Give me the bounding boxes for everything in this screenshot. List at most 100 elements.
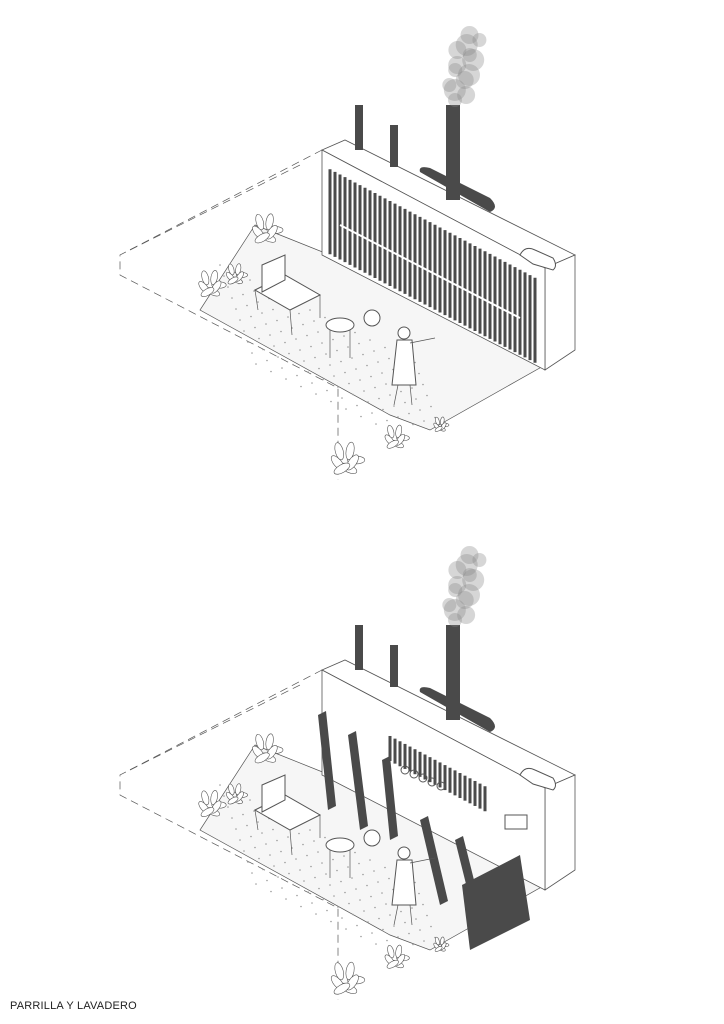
floor-dot: [325, 873, 327, 875]
floor-dot: [366, 884, 368, 887]
cat: [519, 767, 556, 791]
floor-dot: [276, 319, 278, 322]
chair-leg: [254, 289, 259, 311]
floor-dot: [295, 338, 297, 340]
sink: [504, 814, 528, 830]
plant-leaf: [434, 426, 443, 432]
plant-leaf: [200, 807, 215, 817]
lamp: [363, 309, 381, 327]
floor-dot: [219, 264, 221, 266]
floor-dot: [344, 371, 346, 374]
floor-dot: [310, 865, 312, 868]
smoke-puff: [448, 63, 463, 77]
floor-dot: [223, 275, 225, 277]
smoke-puff: [448, 561, 467, 579]
floor-dot: [313, 840, 315, 842]
floor-dot: [276, 839, 278, 842]
floor-dot: [422, 383, 424, 386]
plant-leaf: [265, 213, 274, 230]
floor-dot: [397, 936, 399, 938]
floor-dot: [415, 398, 417, 400]
plant-leaf: [254, 232, 270, 244]
floor-dot: [377, 361, 379, 363]
smoke-puff: [448, 41, 467, 59]
floor-dot: [344, 891, 346, 894]
floor-dot: [246, 824, 248, 827]
floor-dot: [348, 902, 350, 905]
smoke-puff: [443, 599, 466, 621]
floor-dot: [243, 850, 245, 852]
floor-dot: [337, 386, 339, 388]
floor-dot: [219, 784, 221, 786]
isometric-view-open: [119, 546, 576, 1000]
floor-dot: [385, 383, 387, 385]
floor-dot: [340, 360, 342, 363]
floor-dot: [381, 372, 383, 374]
floor-dot: [404, 921, 406, 924]
floor-dot: [354, 851, 356, 854]
floor-dot: [318, 887, 320, 890]
plant-leaf: [333, 982, 351, 995]
side-table: [325, 837, 355, 853]
floor-dot: [354, 331, 356, 334]
person-leg: [393, 904, 399, 926]
floor-dot: [311, 382, 313, 384]
floor-dot: [414, 361, 416, 364]
floor-dot: [242, 293, 244, 296]
floor-dot: [258, 337, 260, 340]
person-body: [391, 339, 417, 386]
floor-dot: [254, 846, 256, 849]
floor-dot: [326, 909, 328, 912]
floor-dot: [257, 301, 259, 303]
floor-dot: [400, 390, 402, 393]
floor-dot: [262, 868, 264, 871]
floor-dot: [254, 326, 256, 329]
floor-dot: [321, 862, 323, 864]
pivot-panel: [348, 731, 368, 830]
floor-dot: [382, 928, 384, 931]
plant-leaf: [345, 961, 355, 980]
floor-dot: [373, 870, 375, 872]
floor-dot: [306, 854, 308, 857]
floor-dot: [367, 401, 369, 403]
floor-dot: [231, 817, 233, 819]
floor-dot: [386, 419, 388, 422]
floor-dot: [272, 308, 274, 311]
floor-dot: [430, 405, 432, 408]
floor-dot: [231, 297, 233, 299]
floor-dot: [310, 345, 312, 348]
floor-dot: [374, 386, 376, 389]
firewood-log: [409, 769, 419, 779]
floor-dot: [329, 364, 331, 366]
floor-dot: [309, 309, 311, 311]
plant-leaf: [435, 936, 440, 946]
floor-dot: [341, 917, 343, 919]
floor-dot: [300, 905, 302, 908]
floor-dot: [299, 869, 301, 871]
wall-side: [544, 254, 576, 371]
person-head: [397, 846, 411, 860]
smoke-puff: [462, 568, 477, 582]
floor-dot: [247, 341, 249, 343]
floor-dot: [333, 375, 335, 377]
floor-dot: [269, 334, 271, 336]
floor-dot: [393, 925, 395, 927]
floor-dot: [285, 378, 287, 380]
floor-dot: [363, 390, 365, 392]
floor-dot: [426, 914, 428, 917]
smoke-puff: [457, 64, 480, 86]
floor-dot: [388, 877, 390, 880]
floor-dot: [347, 346, 349, 348]
person-leg: [393, 384, 399, 406]
floor-dot: [306, 334, 308, 337]
floor-dot: [389, 914, 391, 916]
plant-leaf: [235, 783, 242, 796]
smoke-puff: [448, 583, 463, 597]
floor-dot: [292, 363, 294, 366]
plant-leaf: [387, 425, 395, 439]
smoke-puff: [448, 93, 462, 107]
smoke-puff: [472, 553, 487, 567]
floor-dot: [369, 339, 371, 341]
floor-dot: [378, 917, 380, 920]
floor-dot: [266, 879, 268, 882]
